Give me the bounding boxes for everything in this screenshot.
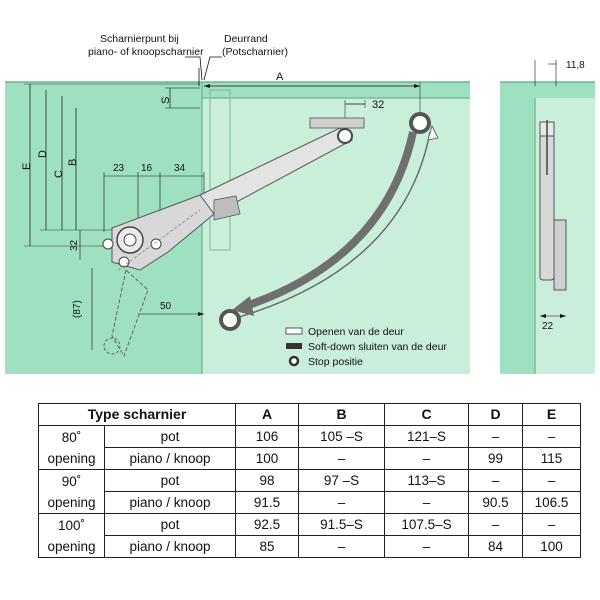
dim-11-8-label: 11,8	[566, 60, 585, 71]
header-type: Type scharnier	[38, 403, 236, 426]
type-cell: piano / knoop	[104, 447, 236, 470]
type-cell: piano / knoop	[104, 535, 236, 558]
value-A: 85	[235, 535, 299, 558]
value-D: –	[468, 425, 523, 448]
value-D: 99	[468, 447, 523, 470]
dim-87-label: (87)	[72, 300, 83, 318]
value-D: 84	[468, 535, 523, 558]
opening-80-cell: 80˚opening	[38, 425, 105, 470]
value-A: 98	[235, 469, 299, 492]
value-C: 107.5–S	[384, 513, 469, 536]
spec-table: Type scharnier A B C D E 80˚opening pot …	[38, 403, 581, 558]
value-E: 106.5	[522, 491, 581, 514]
table-row: piano / knoop 85 – – 84 100	[39, 535, 581, 558]
value-D: 90.5	[468, 491, 523, 514]
dim-E-label: E	[21, 163, 33, 170]
dim-23-label: 23	[113, 163, 125, 174]
value-A: 92.5	[235, 513, 299, 536]
table-header-row: Type scharnier A B C D E	[38, 403, 581, 426]
legend-stop-label: Stop positie	[308, 356, 363, 368]
value-A: 91.5	[235, 491, 299, 514]
value-B: 97 –S	[298, 469, 385, 492]
dim-32-top-label: 32	[372, 99, 384, 111]
value-C: –	[384, 535, 469, 558]
dim-16-label: 16	[141, 163, 153, 174]
value-B: –	[298, 535, 385, 558]
value-B: –	[298, 491, 385, 514]
table-row: piano / knoop 100 – – 99 115	[39, 447, 581, 470]
type-cell: pot	[104, 469, 236, 492]
value-A: 100	[235, 447, 299, 470]
value-B: 105 –S	[298, 425, 385, 448]
dim-D-label: D	[37, 150, 49, 158]
value-B: –	[298, 447, 385, 470]
header-A: A	[235, 403, 299, 426]
value-C: 113–S	[384, 469, 469, 492]
dim-32-left-label: 32	[69, 239, 80, 251]
legend: Openen van de deur Soft-down sluiten van…	[285, 326, 447, 368]
type-cell: pot	[104, 513, 236, 536]
table-row: 80˚opening pot 106 105 –S 121–S – –	[38, 425, 581, 470]
table-row: 90˚opening pot 98 97 –S 113–S – –	[38, 469, 581, 514]
value-C: –	[384, 447, 469, 470]
value-D: –	[468, 469, 523, 492]
stop-position-bottom	[219, 309, 241, 331]
header-B: B	[298, 403, 385, 426]
dim-22-label: 22	[542, 321, 554, 332]
value-C: 121–S	[384, 425, 469, 448]
header-D: D	[468, 403, 523, 426]
dim-34-label: 34	[174, 163, 186, 174]
value-E: 115	[522, 447, 581, 470]
cabinet-top-panel	[202, 82, 470, 98]
dim-C-label: C	[53, 170, 65, 178]
type-cell: pot	[104, 425, 236, 448]
dim-B-label: B	[67, 159, 79, 166]
value-E: 100	[522, 535, 581, 558]
table-row: 100˚opening pot 92.5 91.5–S 107.5–S – –	[38, 513, 581, 558]
opening-arrow	[235, 131, 431, 319]
type-cell: piano / knoop	[104, 491, 236, 514]
legend-softdown-label: Soft-down sluiten van de deur	[308, 341, 447, 353]
dim-A-label: A	[276, 71, 284, 83]
soft-down-arrow	[244, 131, 417, 310]
hinge-diagram: Scharnierpunt bij piano- of knoopscharni…	[5, 33, 595, 374]
value-B: 91.5–S	[298, 513, 385, 536]
table-row: piano / knoop 91.5 – – 90.5 106.5	[39, 491, 581, 514]
dim-S-label: S	[160, 97, 172, 104]
value-D: –	[468, 513, 523, 536]
value-E: –	[522, 425, 581, 448]
spec-table-wrapper: Type scharnier A B C D E 80˚opening pot …	[38, 403, 581, 558]
stop-position-top	[409, 112, 431, 134]
value-A: 106	[235, 425, 299, 448]
door-edge-label: Deurrand (Potscharnier)	[222, 33, 288, 58]
hinge-point-label: Scharnierpunt bij piano- of knoopscharni…	[88, 33, 204, 58]
dim-50-label: 50	[160, 301, 172, 312]
value-E: –	[522, 469, 581, 492]
value-C: –	[384, 491, 469, 514]
opening-100-cell: 100˚opening	[38, 513, 105, 558]
header-E: E	[522, 403, 581, 426]
opening-90-cell: 90˚opening	[38, 469, 105, 514]
legend-open-label: Openen van de deur	[308, 326, 404, 338]
header-C: C	[384, 403, 469, 426]
value-E: –	[522, 513, 581, 536]
hinge-mechanism	[102, 117, 365, 358]
side-view-hinge: 11,8 22	[534, 60, 585, 332]
